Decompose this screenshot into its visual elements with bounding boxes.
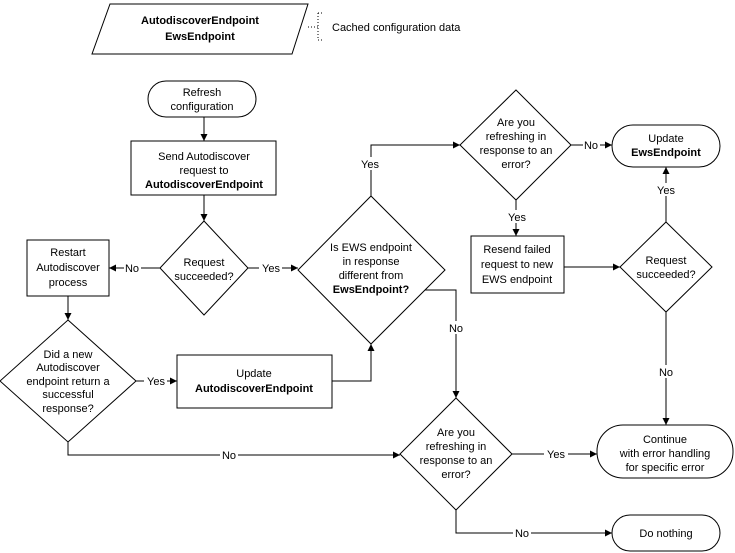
restart-line3: process <box>49 277 88 289</box>
resend-shape <box>470 235 565 294</box>
new-endpoint-line3: endpoint return a <box>26 376 110 388</box>
continue-line2: with error handling <box>619 448 711 460</box>
label-no-restart: No <box>125 263 139 275</box>
continue-shape <box>596 424 734 479</box>
label-no-update-ews: No <box>584 140 598 152</box>
label-yes-continue: Yes <box>547 449 565 461</box>
edge-update-to-ews-different <box>332 344 375 382</box>
label-yes-resend: Yes <box>508 212 526 224</box>
edge-ews-different-to-bottom-check <box>425 289 460 398</box>
label-no-do-nothing: No <box>515 528 529 540</box>
restart-shape <box>26 239 110 297</box>
new-endpoint-line5: response? <box>42 403 93 415</box>
top-check-line1: Are you <box>497 117 535 129</box>
send-line1: Send Autodiscover <box>158 151 250 163</box>
edge-ews-different-to-top-check <box>370 141 460 196</box>
node-texts: AutodiscoverEndpoint EwsEndpoint Cached … <box>26 15 710 540</box>
restart-line1: Restart <box>50 247 85 259</box>
datastore-shape <box>91 3 309 55</box>
label-yes-update-ews: Yes <box>657 185 675 197</box>
ews-different-line4: EwsEndpoint? <box>333 284 410 296</box>
ews-different-line1: Is EWS endpoint <box>330 242 412 254</box>
restart-line2: Autodiscover <box>36 262 100 274</box>
update-ews-shape <box>611 124 721 168</box>
label-yes-top-check: Yes <box>361 159 379 171</box>
datastore-annotation: Cached configuration data <box>332 22 461 34</box>
ews-different-line3: different from <box>339 270 404 282</box>
bottom-check-line3: response to an <box>420 455 493 467</box>
refreshing-error-bottom-shape <box>399 397 513 511</box>
update-autodiscover-line1: Update <box>236 368 271 380</box>
top-check-line2: refreshing in <box>486 131 547 143</box>
update-autodiscover-line2: AutodiscoverEndpoint <box>195 383 313 395</box>
check-left-line2: succeeded? <box>174 271 233 283</box>
new-endpoint-line1: Did a new <box>44 349 93 361</box>
label-no-continue: No <box>659 367 673 379</box>
resend-line2: request to new <box>481 259 553 271</box>
new-endpoint-shape <box>0 319 137 443</box>
new-endpoint-line2: Autodiscover <box>36 362 100 374</box>
refresh-shape <box>147 80 257 118</box>
request-succeeded-left-shape <box>159 220 249 316</box>
update-ews-line1: Update <box>648 133 683 145</box>
update-autodiscover-shape <box>176 354 333 409</box>
label-no-bottom-path: No <box>222 450 236 462</box>
label-yes-ews-check: Yes <box>262 263 280 275</box>
edge-bottom-check-to-do-nothing <box>455 510 612 537</box>
resend-line1: Resend failed <box>483 244 550 256</box>
resend-line3: EWS endpoint <box>482 274 552 286</box>
label-no-ews-same: No <box>449 323 463 335</box>
shapes <box>0 3 734 552</box>
datastore-line2: EwsEndpoint <box>165 31 235 43</box>
update-ews-line2: EwsEndpoint <box>631 147 701 159</box>
bottom-check-line2: refreshing in <box>426 441 487 453</box>
send-line2: request to <box>180 165 229 177</box>
annotation-connector <box>308 12 324 41</box>
check-left-line1: Request <box>184 257 225 269</box>
edge-new-endpoint-to-bottom-check <box>67 442 400 459</box>
check-right-line1: Request <box>646 255 687 267</box>
continue-line3: for specific error <box>626 462 705 474</box>
top-check-line3: response to an <box>480 145 553 157</box>
bottom-check-line1: Are you <box>437 427 475 439</box>
refresh-line2: configuration <box>171 101 234 113</box>
request-succeeded-right-shape <box>619 221 713 313</box>
datastore-line1: AutodiscoverEndpoint <box>141 15 259 27</box>
ews-different-line2: in response <box>343 256 400 268</box>
check-right-line2: succeeded? <box>636 269 695 281</box>
refresh-line1: Refresh <box>183 87 222 99</box>
top-check-line4: error? <box>501 159 530 171</box>
continue-line1: Continue <box>643 434 687 446</box>
label-yes-new-endpoint: Yes <box>147 376 165 388</box>
do-nothing-line1: Do nothing <box>639 528 692 540</box>
bottom-check-line4: error? <box>441 469 470 481</box>
new-endpoint-line4: successful <box>42 389 93 401</box>
do-nothing-shape <box>611 514 721 552</box>
send-request-shape <box>130 140 277 196</box>
ews-different-shape <box>297 195 446 345</box>
refreshing-error-top-shape <box>459 89 572 201</box>
send-line3: AutodiscoverEndpoint <box>145 179 263 191</box>
edge-labels: No Yes Yes No Yes No No Yes Yes No Yes N… <box>124 138 678 540</box>
